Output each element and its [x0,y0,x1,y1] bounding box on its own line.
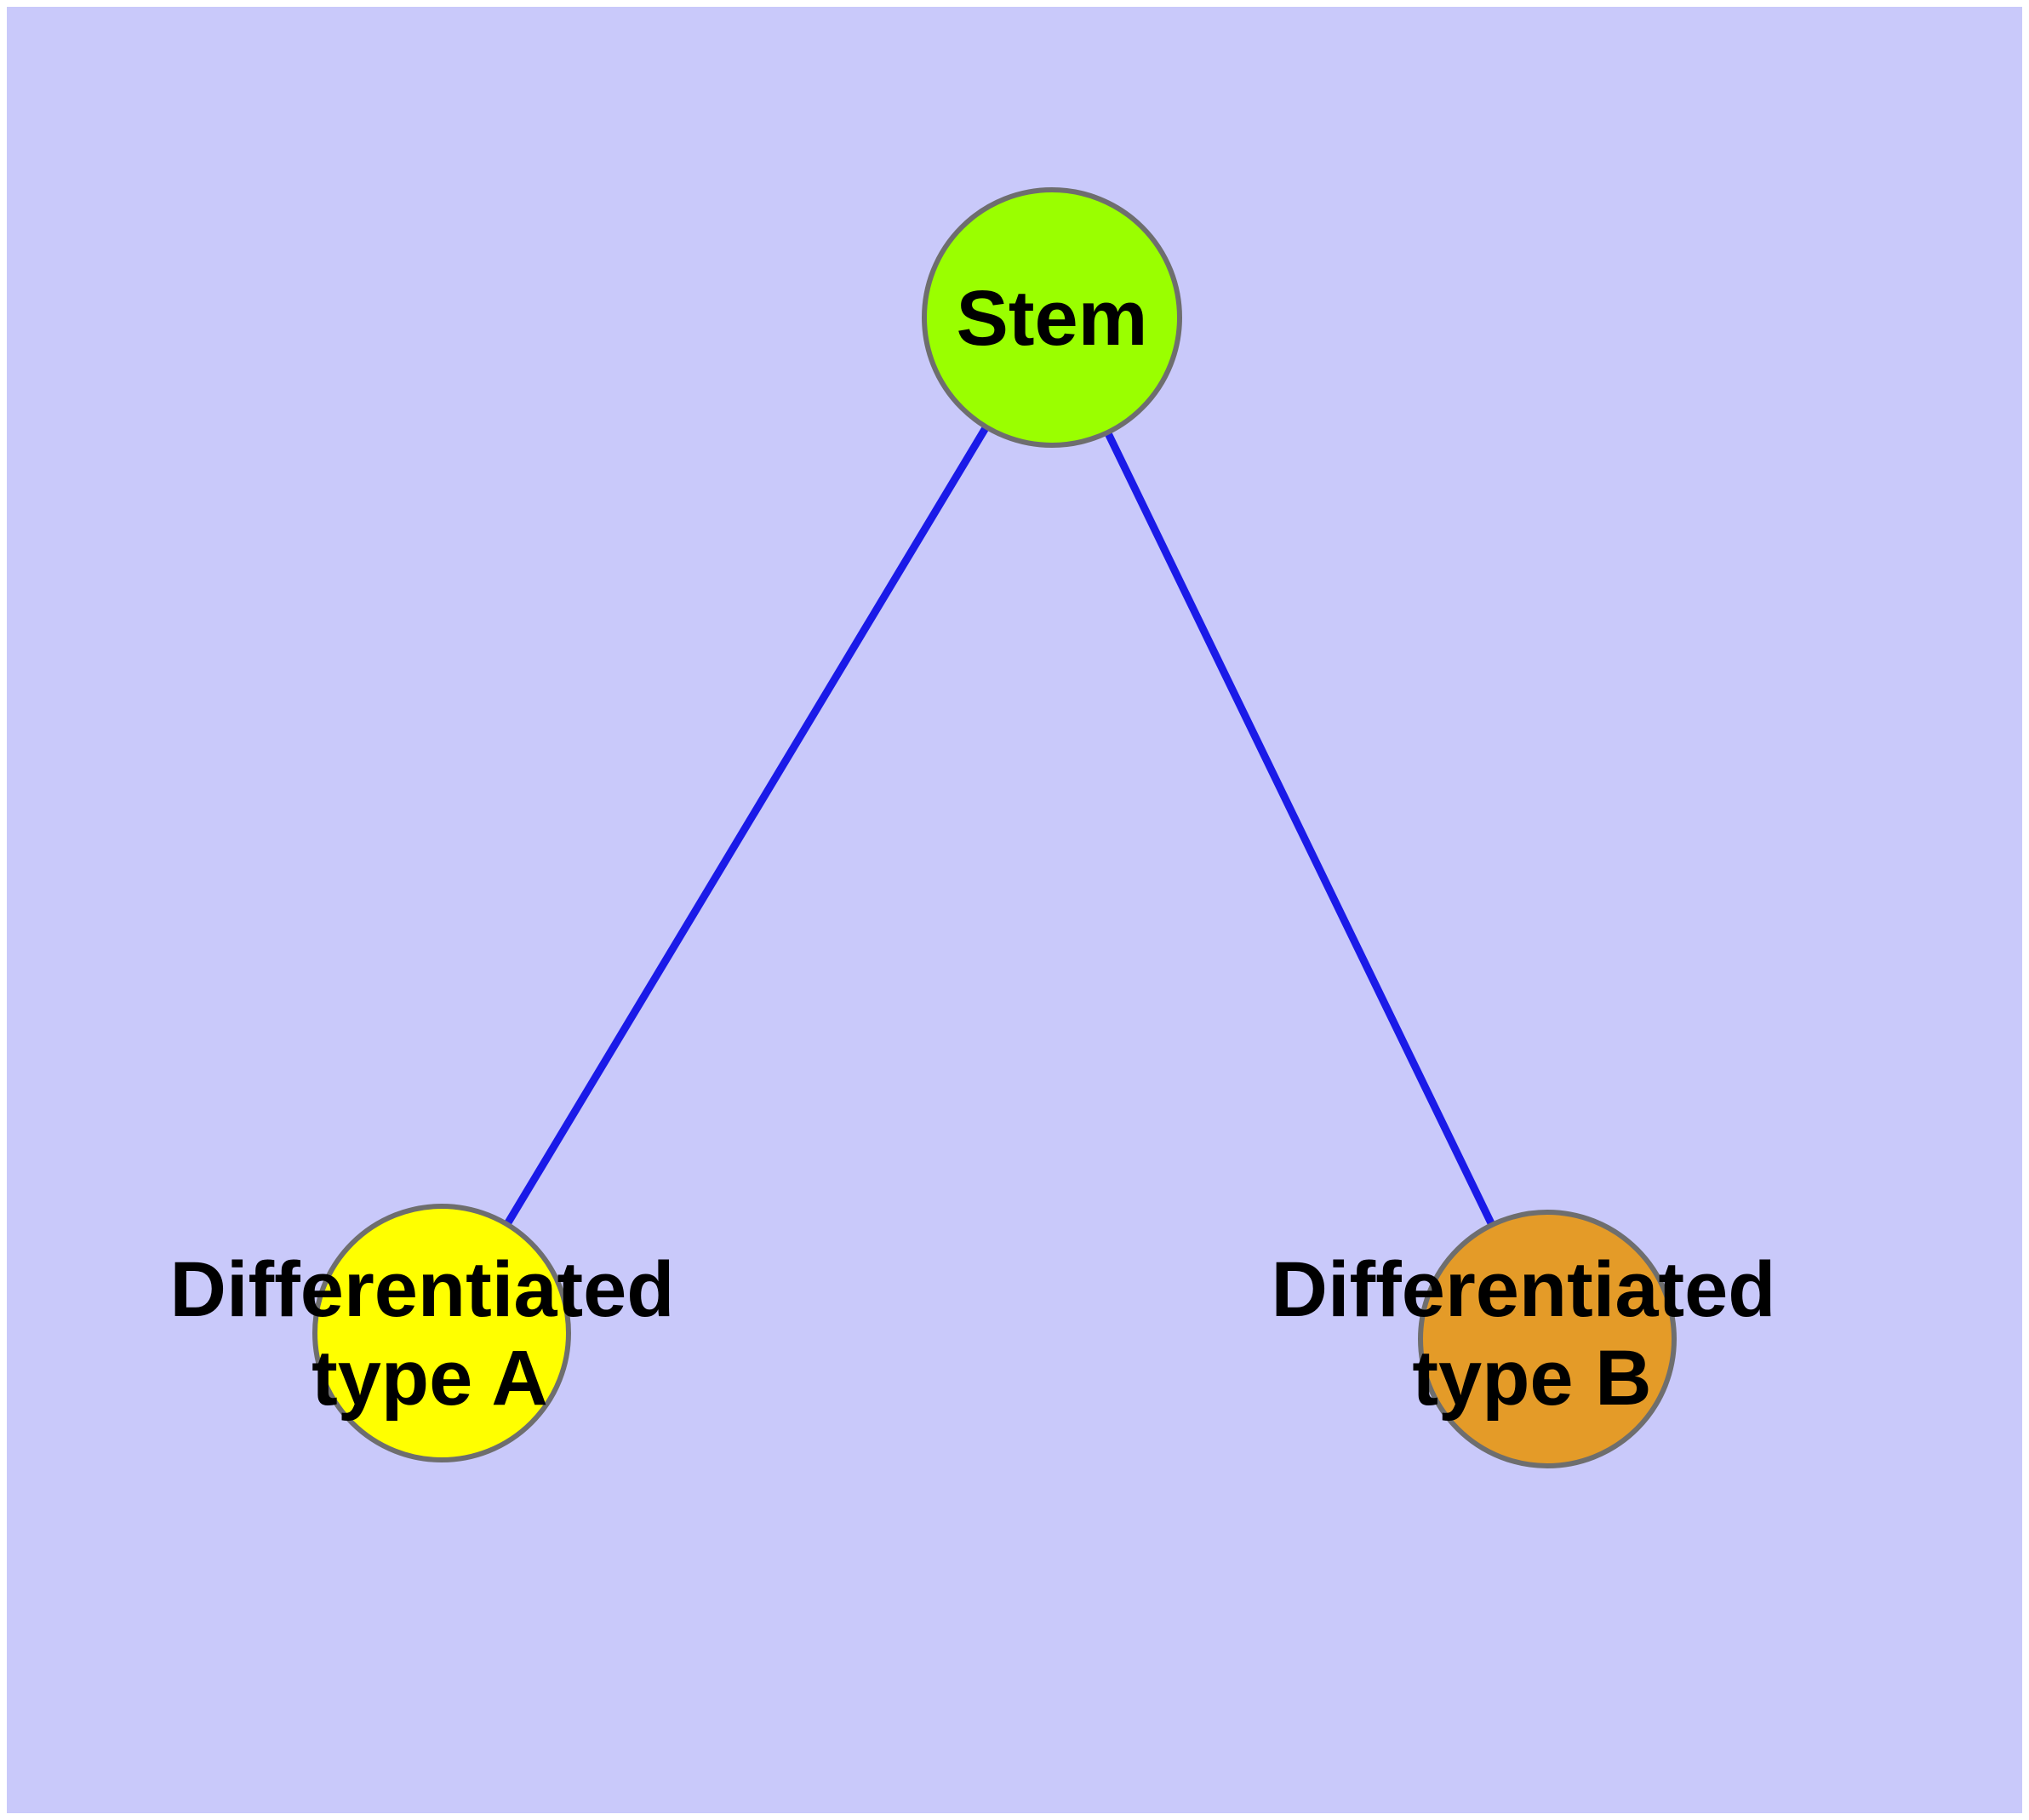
edge-layer [503,425,1496,1227]
node-layer [312,187,1677,1468]
node-label-diff-a-line2: type A [311,1335,548,1422]
node-label-diff-a-line1: Differentiated [170,1246,675,1333]
node-circle-stem[interactable] [922,187,1182,448]
node-label-diff-b-line1: Differentiated [1272,1246,1776,1333]
node-label-stem: Stem [957,275,1148,362]
node-label-diff-b-line2: type B [1412,1335,1651,1422]
node-circle-diff-a[interactable] [312,1204,571,1462]
edge-stem-to-diff-a[interactable] [503,425,990,1227]
node-circle-diff-b[interactable] [1418,1210,1677,1468]
edge-stem-to-diff-b[interactable] [1104,431,1496,1227]
label-layer: Stem Differentiated type A Differentiate… [170,275,1776,1422]
